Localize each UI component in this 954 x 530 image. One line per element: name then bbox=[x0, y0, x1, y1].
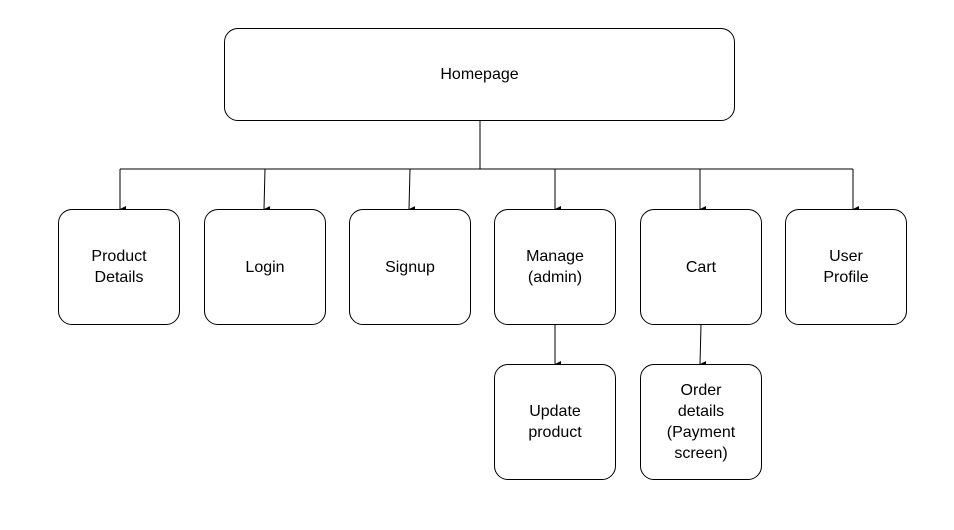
node-label-user-profile: User Profile bbox=[823, 248, 869, 286]
node-login: Login bbox=[204, 209, 326, 325]
node-homepage: Homepage bbox=[224, 28, 735, 121]
node-cart: Cart bbox=[640, 209, 762, 325]
node-label-signup: Signup bbox=[385, 258, 435, 276]
node-label-update-product: Update product bbox=[528, 403, 582, 441]
node-user-profile: User Profile bbox=[785, 209, 907, 325]
node-label-manage-admin: Manage (admin) bbox=[526, 248, 584, 286]
node-label-product-details: Product Details bbox=[91, 248, 147, 286]
node-label-homepage: Homepage bbox=[440, 66, 519, 83]
node-product-details: Product Details bbox=[58, 209, 180, 325]
node-order-details: Order details (Payment screen) bbox=[640, 364, 762, 480]
node-label-login: Login bbox=[245, 258, 285, 276]
arrow-to-login bbox=[263, 168, 271, 213]
arrow-to-signup bbox=[408, 168, 416, 213]
node-manage-admin: Manage (admin) bbox=[494, 209, 616, 325]
node-update-product: Update product bbox=[494, 364, 616, 480]
node-signup: Signup bbox=[349, 209, 471, 325]
node-label-cart: Cart bbox=[685, 258, 717, 276]
node-label-order-details: Order details (Payment screen) bbox=[666, 382, 736, 462]
arrow-cart-to-order-details bbox=[699, 324, 707, 368]
